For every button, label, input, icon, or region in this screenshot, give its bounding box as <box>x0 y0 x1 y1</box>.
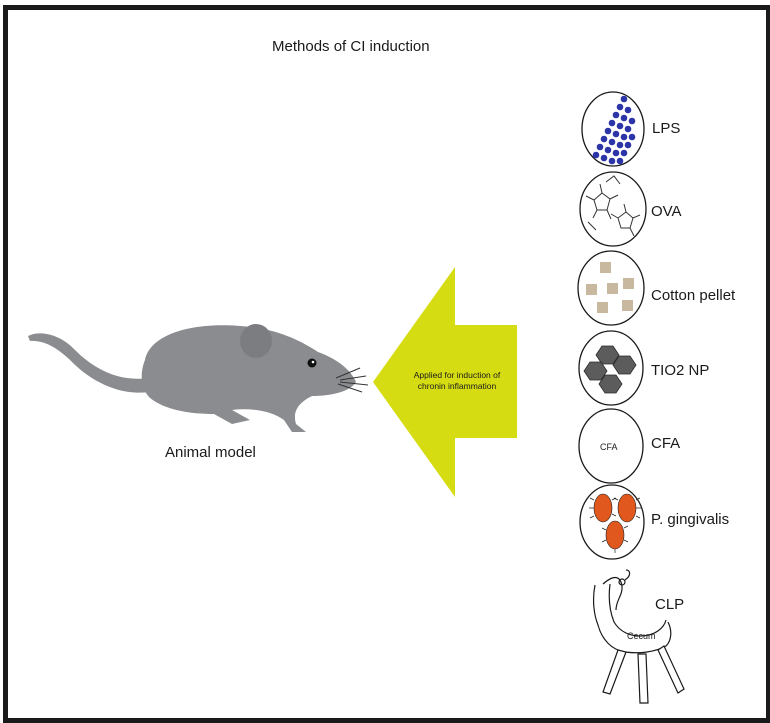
cecum-inner-label: Cecum <box>627 631 656 641</box>
mouse-body <box>141 325 356 432</box>
clp-cecum-drawing <box>592 569 685 704</box>
mouse-whiskers <box>335 367 369 393</box>
arrow-caption-line1: Applied for induction of <box>413 370 501 380</box>
method-label-tio2-np: TIO2 NP <box>651 362 710 379</box>
mouse-tail <box>28 333 150 393</box>
induction-arrow <box>373 267 517 497</box>
method-label-ova: OVA <box>651 203 682 220</box>
cotton-pellet-circle <box>577 250 645 326</box>
method-label-cfa: CFA <box>651 435 681 452</box>
arrow-caption-line2: chronin inflammation <box>417 381 497 391</box>
tio2-np-circle <box>578 330 644 406</box>
mouse-eye <box>307 358 317 368</box>
mouse-illustration <box>28 324 356 432</box>
animal-model-label: Animal model <box>165 444 256 461</box>
mouse-ear <box>240 324 272 358</box>
diagram-title: Methods of CI induction <box>272 38 430 55</box>
lps-circle <box>581 91 645 167</box>
p-gingivalis-circle <box>579 484 645 560</box>
arrow-caption: Applied for induction of chronin inflamm… <box>398 370 516 392</box>
ova-circle <box>579 171 647 247</box>
method-label-p-gingivalis: P. gingivalis <box>651 511 730 528</box>
method-label-clp: CLP <box>655 596 685 613</box>
cfa-circle <box>578 408 644 484</box>
cfa-inner-label: CFA <box>600 442 618 452</box>
method-label-lps: LPS <box>652 120 681 137</box>
method-label-cotton-pellet: Cotton pellet <box>651 287 736 304</box>
